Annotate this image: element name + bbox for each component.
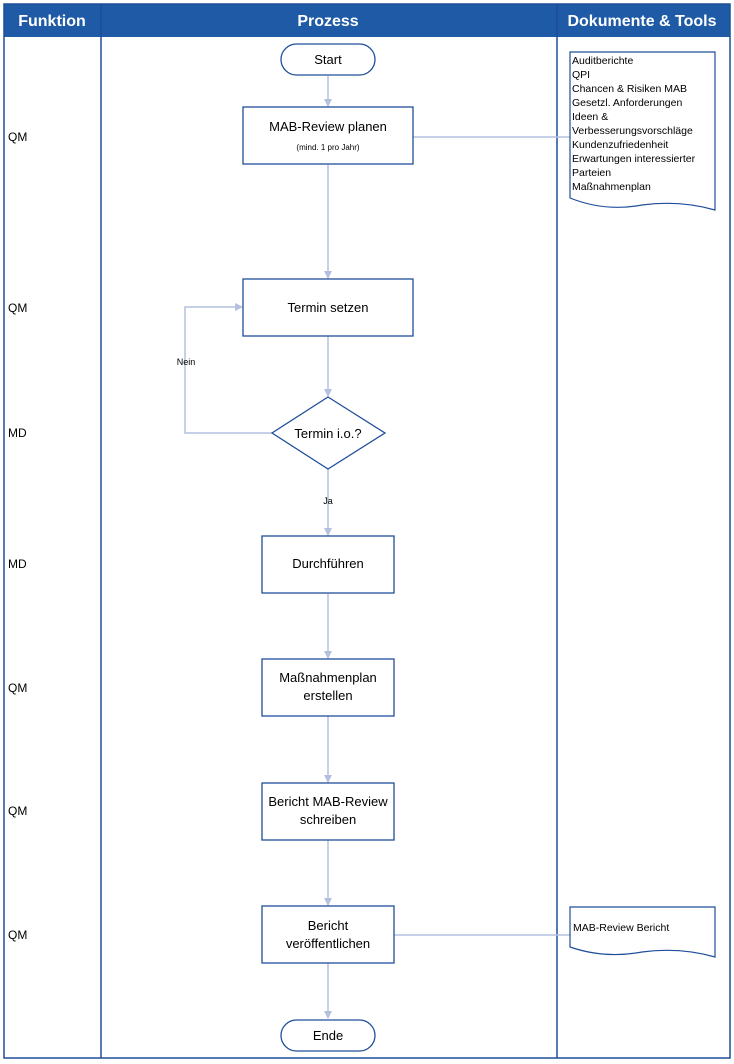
output-document-label: MAB-Review Bericht — [573, 922, 669, 934]
role-md-2: MD — [8, 557, 27, 571]
input-doc-item: Ideen & — [572, 111, 608, 123]
no-label: Nein — [177, 357, 196, 367]
yes-label: Ja — [323, 496, 333, 506]
publish-label-1: Bericht — [308, 918, 349, 933]
header-bar — [4, 4, 730, 37]
plan-review-note: (mind. 1 pro Jahr) — [296, 143, 359, 152]
set-date-box — [242, 278, 414, 337]
header-prozess: Prozess — [297, 13, 358, 30]
measures-label-2: erstellen — [303, 688, 352, 703]
role-qm-2: QM — [8, 301, 27, 315]
write-report-label-1: Bericht MAB-Review — [268, 794, 388, 809]
input-documents-list: Auditberichte QPI Chancen & Risiken MAB … — [572, 55, 696, 193]
write-report-box — [261, 782, 395, 841]
measures-label-1: Maßnahmenplan — [279, 670, 377, 685]
arrow-decision-no-loop — [184, 303, 272, 434]
input-documents-shape — [569, 51, 716, 211]
role-md-1: MD — [8, 426, 27, 440]
connectors — [184, 76, 570, 1019]
publish-label-2: veröffentlichen — [286, 936, 370, 951]
input-doc-item: Gesetzl. Anforderungen — [572, 97, 682, 109]
input-doc-item: Kundenzufriedenheit — [572, 139, 668, 151]
start-label: Start — [314, 52, 342, 67]
execute-box — [261, 535, 395, 594]
role-qm-5: QM — [8, 928, 27, 942]
input-doc-item: Parteien — [572, 167, 611, 179]
plan-review-label: MAB-Review planen — [269, 119, 387, 134]
publish-box — [261, 905, 395, 964]
input-doc-item: QPI — [572, 69, 590, 81]
input-doc-item: Chancen & Risiken MAB — [572, 83, 687, 95]
set-date-label: Termin setzen — [288, 300, 369, 315]
header-funktion: Funktion — [18, 13, 86, 30]
execute-label: Durchführen — [292, 556, 364, 571]
input-doc-item: Verbesserungsvorschläge — [572, 125, 693, 137]
plan-review-box — [242, 106, 414, 165]
header-dokumente: Dokumente & Tools — [567, 13, 716, 30]
role-qm-4: QM — [8, 804, 27, 818]
write-report-label-2: schreiben — [300, 812, 356, 827]
end-label: Ende — [313, 1028, 343, 1043]
input-doc-item: Erwartungen interessierter — [572, 153, 696, 165]
role-qm-1: QM — [8, 130, 27, 144]
input-doc-item: Maßnahmenplan — [572, 181, 651, 193]
decision-label: Termin i.o.? — [294, 426, 361, 441]
measures-box — [261, 658, 395, 717]
output-document-shape — [569, 906, 716, 958]
swimlane-frame — [3, 3, 731, 1059]
role-qm-3: QM — [8, 681, 27, 695]
input-doc-item: Auditberichte — [572, 55, 633, 67]
decision-diamond — [270, 396, 387, 470]
end-terminator — [280, 1019, 376, 1052]
start-terminator — [280, 43, 376, 76]
